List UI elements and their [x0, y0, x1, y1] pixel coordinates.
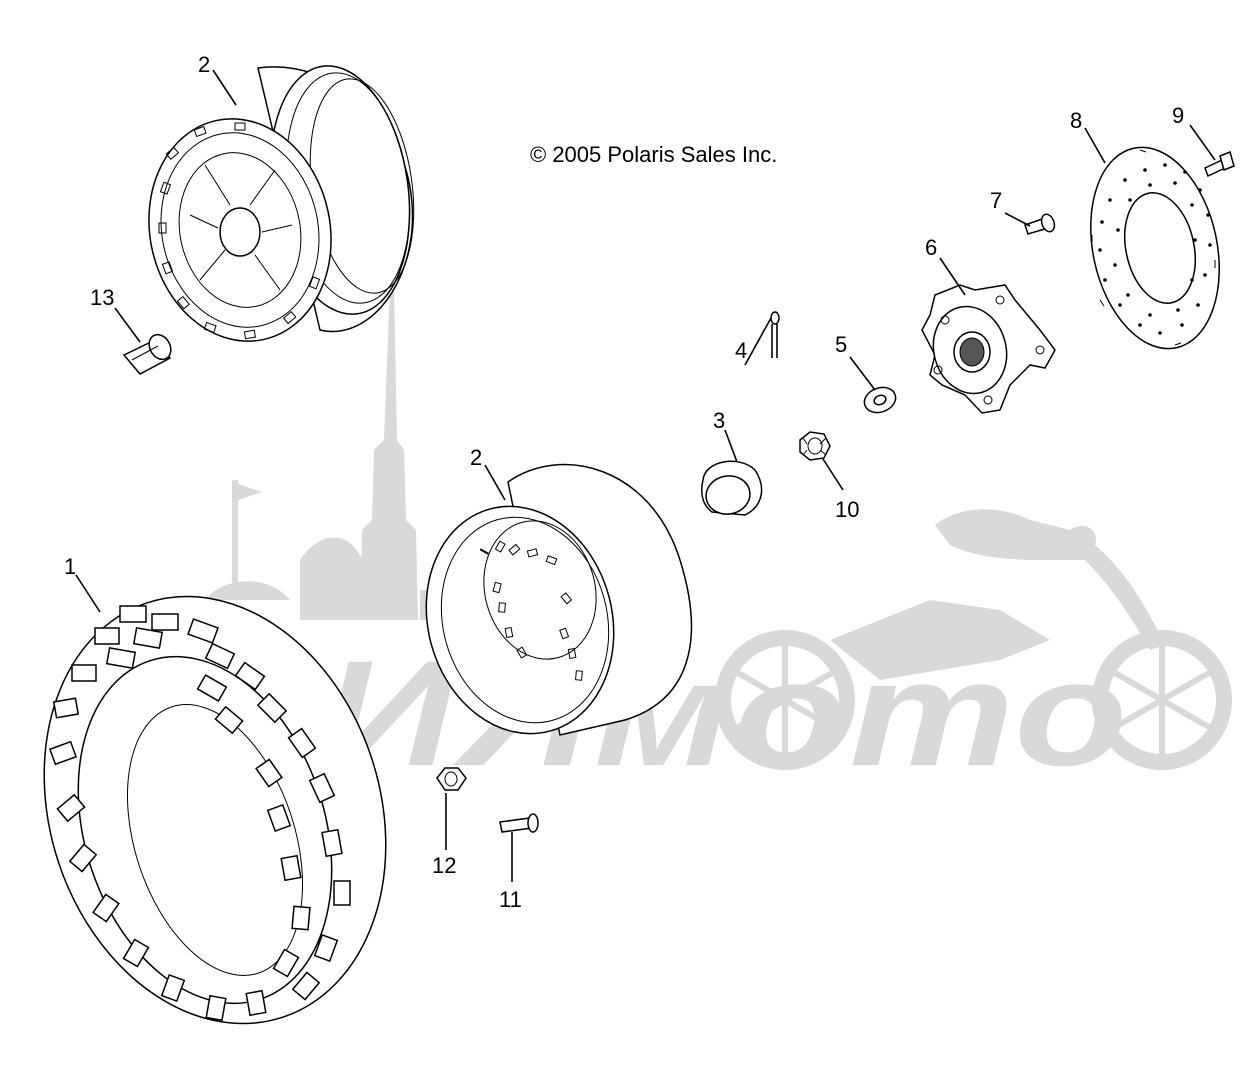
wheel-hub[interactable] [921, 284, 1056, 414]
callout-10: 10 [822, 458, 859, 522]
svg-text:2: 2 [198, 52, 210, 77]
svg-text:13: 13 [90, 285, 114, 310]
callout-11: 11 [499, 832, 522, 912]
callout-8: 8 [1070, 108, 1106, 164]
svg-text:12: 12 [432, 853, 456, 878]
tire[interactable] [0, 552, 439, 1069]
svg-text:8: 8 [1070, 108, 1082, 133]
callout-13: 13 [90, 285, 141, 343]
svg-text:9: 9 [1172, 103, 1184, 128]
callout-7: 7 [990, 188, 1031, 227]
callout-2-upper: 2 [198, 52, 237, 106]
callout-6: 6 [925, 235, 966, 296]
svg-text:1: 1 [64, 554, 76, 579]
svg-text:11: 11 [499, 887, 522, 912]
washer[interactable] [861, 383, 899, 416]
callout-4: 4 [735, 317, 772, 366]
callout-9: 9 [1172, 103, 1216, 161]
svg-text:6: 6 [925, 235, 937, 260]
watermark-spire [205, 285, 460, 620]
rim-lower[interactable]: I [401, 463, 693, 755]
svg-text:3: 3 [713, 408, 725, 433]
svg-text:I: I [477, 547, 491, 557]
copyright-notice: © 2005 Polaris Sales Inc. [530, 142, 777, 167]
valve-stem[interactable] [122, 331, 175, 375]
brake-disc[interactable] [1073, 135, 1237, 360]
callout-5: 5 [835, 332, 876, 391]
disc-bolt[interactable] [1204, 150, 1235, 178]
cotter-pin[interactable] [770, 311, 780, 358]
rim-upper[interactable] [129, 57, 427, 359]
wheel-stud-lower[interactable] [499, 813, 539, 833]
watermark-motorcycle [715, 509, 1232, 770]
wheel-nut[interactable] [436, 767, 467, 791]
svg-text:4: 4 [735, 338, 747, 363]
castle-nut[interactable] [799, 431, 831, 461]
callout-2-lower: 2 [470, 445, 506, 501]
callout-12: 12 [432, 793, 456, 878]
callout-1: 1 [64, 554, 101, 613]
hub-cap[interactable] [700, 460, 763, 517]
callout-3: 3 [713, 408, 738, 463]
svg-text:10: 10 [835, 497, 859, 522]
wheel-stud[interactable] [1024, 212, 1057, 235]
svg-text:7: 7 [990, 188, 1002, 213]
svg-text:5: 5 [835, 332, 847, 357]
svg-text:2: 2 [470, 445, 482, 470]
